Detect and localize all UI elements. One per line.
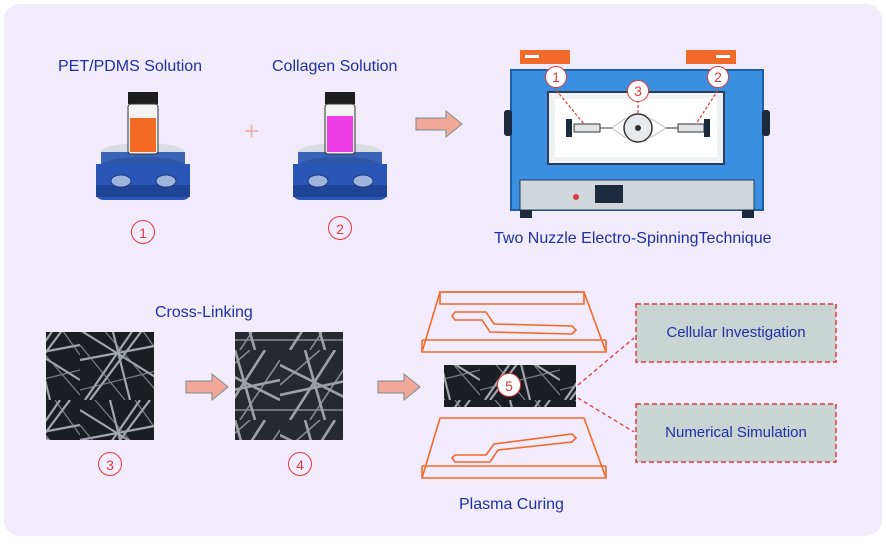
stirrer-2 [293,92,387,200]
arrow-to-electrospinning [415,109,463,139]
electrospinning-label: Two Nuzzle Electro-SpinningTechnique [494,230,772,247]
sem-image-before [46,332,154,440]
cross-linking-label: Cross-Linking [155,304,253,321]
arrow-crosslinking [185,372,229,402]
step-2-marker: 2 [328,216,352,240]
chip-top [420,291,608,353]
numerical-simulation-box [635,403,837,463]
step-1-marker: 1 [131,220,155,244]
stirrer-1 [96,92,190,200]
collagen-label: Collagen Solution [272,58,398,75]
device-callout-3: 3 [627,80,649,102]
electrospinning-machine [504,50,770,218]
step-5-marker: 5 [497,373,521,397]
connector-lines [577,337,635,433]
numerical-simulation-label: Numerical Simulation [665,424,807,441]
arrow-to-chip [377,372,421,402]
cellular-investigation-label: Cellular Investigation [666,324,806,341]
device-callout-2: 2 [707,66,729,88]
pet-pdms-label: PET/PDMS Solution [58,58,203,75]
chip-bottom [420,417,608,479]
step-4-marker: 4 [288,452,312,476]
sem-image-crosslinked [235,332,343,440]
device-callout-1: 1 [545,66,567,88]
plasma-curing-label: Plasma Curing [459,496,564,513]
cellular-investigation-box [635,303,837,363]
step-3-marker: 3 [98,452,122,476]
plus-sign: + [244,116,259,146]
